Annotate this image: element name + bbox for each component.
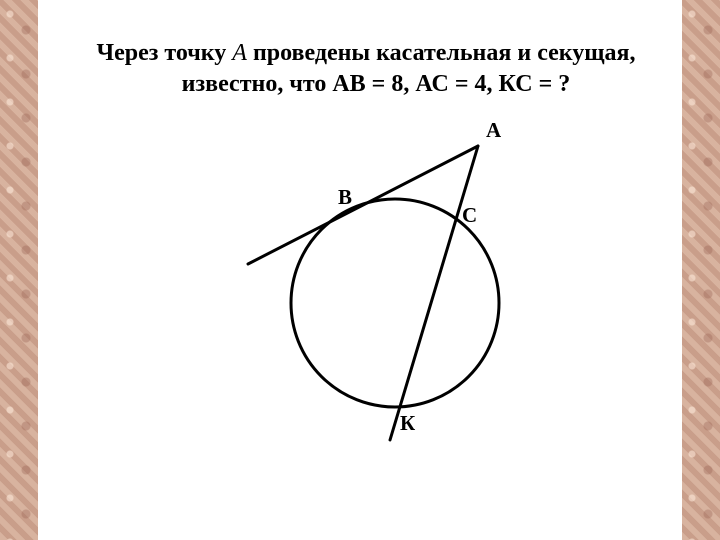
problem-line-1-suffix: проведены касательная и секущая, — [252, 40, 636, 66]
label-point-b: В — [338, 185, 352, 209]
circle — [289, 197, 501, 409]
secant-line-ak — [388, 144, 480, 442]
tangent-line-ab — [246, 144, 480, 266]
point-a-reference: А — [232, 40, 247, 66]
slide: Через точку А проведены касательная и се… — [38, 0, 682, 540]
problem-line-1: Через точку А проведены касательная и се… — [50, 38, 682, 69]
label-point-c: С — [462, 203, 477, 227]
problem-statement: Через точку А проведены касательная и се… — [38, 38, 682, 100]
problem-line-1-prefix: Через точку — [96, 40, 227, 66]
label-point-k: К — [400, 411, 416, 435]
right-decorative-border — [681, 0, 720, 540]
label-point-a: А — [486, 118, 502, 142]
problem-line-2: известно, что АВ = 8, АС = 4, КС = ? — [181, 71, 571, 97]
